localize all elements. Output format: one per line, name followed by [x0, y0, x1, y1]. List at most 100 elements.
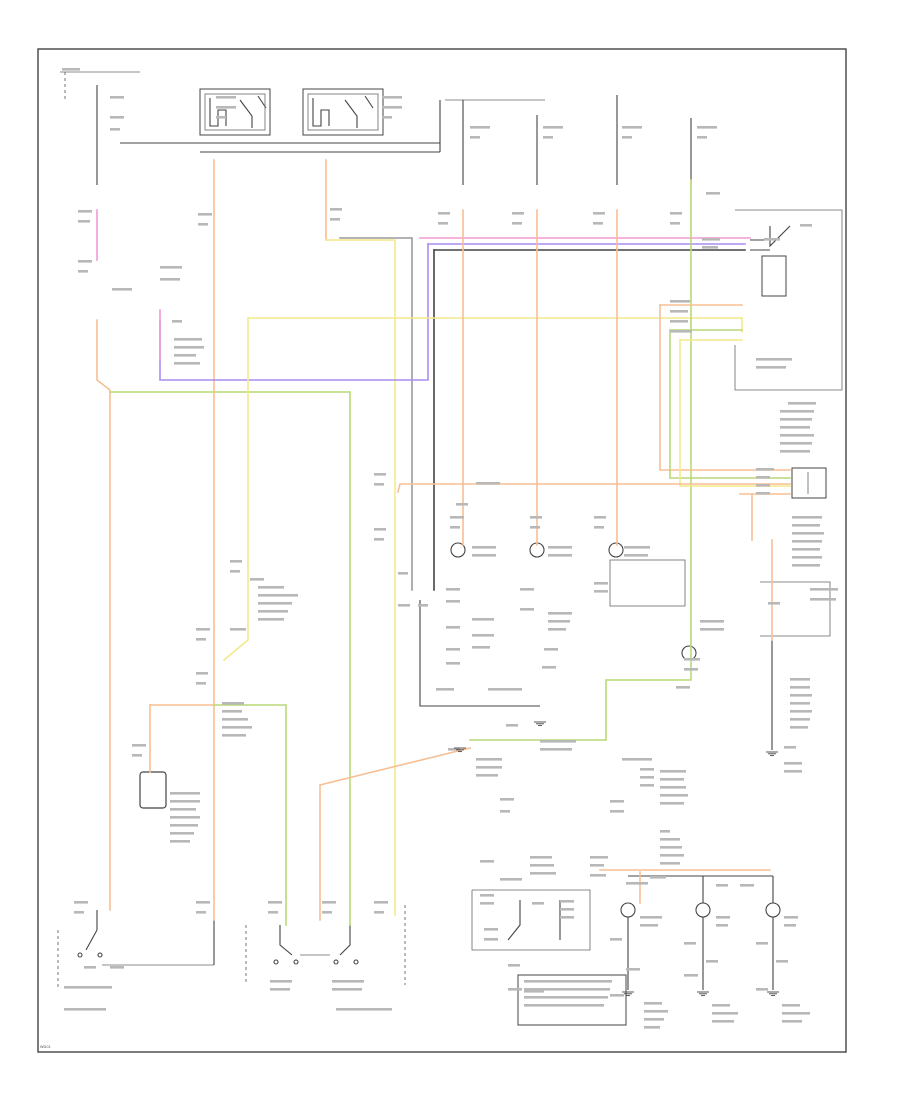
fine-print-label	[480, 902, 494, 905]
fine-print-label	[610, 994, 624, 997]
wire-labels	[62, 68, 838, 1029]
fine-print-label	[782, 1020, 802, 1023]
fine-print-label	[456, 503, 468, 506]
hazard-flasher-module	[139, 771, 167, 809]
fine-print-label	[712, 1004, 730, 1007]
fine-print-label	[222, 702, 244, 705]
fine-print-label	[622, 126, 642, 129]
fine-print-label	[524, 988, 610, 991]
fine-print-label	[756, 468, 774, 471]
ground-symbol	[697, 991, 709, 997]
fine-print-label	[660, 830, 670, 833]
fine-print-label	[756, 988, 768, 991]
fine-print-label	[64, 1008, 106, 1011]
fine-print-label	[644, 1010, 668, 1013]
fine-print-label	[712, 1012, 738, 1015]
wire-left-orange-main	[96, 319, 111, 911]
fine-print-label	[78, 220, 90, 223]
fine-print-label	[784, 770, 802, 773]
fine-print-label	[684, 668, 698, 671]
fine-print-label	[222, 726, 252, 729]
wire-module-orange-2	[659, 304, 791, 471]
fine-print-label	[676, 686, 690, 689]
fine-print-label	[330, 218, 340, 221]
fine-print-label	[706, 960, 718, 963]
fine-print-label	[374, 483, 384, 486]
fine-print-label	[792, 524, 820, 527]
multi-pin-connector	[791, 467, 827, 499]
fine-print-label	[508, 964, 520, 967]
fine-print-label	[780, 418, 812, 421]
fine-print-label	[484, 928, 498, 931]
fine-print-label	[270, 980, 292, 983]
fine-print-label	[322, 911, 332, 914]
fine-print-label	[593, 212, 605, 215]
fine-print-label	[660, 794, 688, 797]
fine-print-label	[560, 908, 574, 911]
fine-print-label	[418, 604, 428, 607]
fine-print-label	[540, 748, 572, 751]
wire-yellow-down	[222, 317, 249, 662]
fine-print-label	[170, 808, 196, 811]
fine-print-label	[450, 516, 464, 519]
fine-print-label	[542, 666, 556, 669]
fine-print-label	[64, 986, 112, 989]
fine-print-label	[740, 884, 754, 887]
fine-print-label	[268, 911, 278, 914]
fine-print-label	[78, 270, 88, 273]
fine-print-label	[593, 222, 603, 225]
wire-harness	[96, 159, 791, 926]
fine-print-label	[790, 694, 812, 697]
fine-print-label	[530, 516, 542, 519]
fine-print-label	[792, 532, 824, 535]
fine-print-label	[640, 916, 662, 919]
fine-print-label	[780, 434, 814, 437]
fine-print-label	[670, 300, 690, 303]
fine-print-label	[590, 864, 604, 867]
fine-print-label	[543, 136, 553, 139]
fine-print-label	[716, 924, 728, 927]
fine-print-label	[524, 996, 608, 999]
fine-print-label	[622, 758, 652, 761]
fine-print-label	[560, 900, 574, 903]
fine-print-label	[472, 634, 494, 637]
fine-print-label	[196, 682, 206, 685]
fine-print-label	[792, 548, 820, 551]
fine-print-label	[398, 572, 408, 575]
wire-mid-orange	[397, 483, 791, 493]
fine-print-label	[476, 766, 502, 769]
fine-print-label	[548, 554, 572, 557]
fine-print-label	[196, 901, 210, 904]
fine-print-label	[332, 988, 362, 991]
fine-print-label	[520, 588, 534, 591]
fine-print-label	[610, 810, 624, 813]
fine-print-label	[222, 710, 242, 713]
fine-print-label	[446, 662, 460, 665]
fine-print-label	[476, 758, 502, 761]
fine-print-label	[170, 792, 200, 795]
fine-print-label	[450, 526, 460, 529]
ground-symbol	[767, 991, 779, 997]
fine-print-label	[792, 516, 822, 519]
fine-print-label	[160, 278, 180, 281]
fine-print-label	[174, 354, 196, 357]
fine-print-label	[470, 126, 490, 129]
fine-print-label	[810, 588, 838, 591]
fine-print-label	[480, 860, 494, 863]
fine-print-label	[160, 266, 182, 269]
fine-print-label	[476, 482, 500, 485]
fine-print-label	[382, 96, 402, 99]
fine-print-label	[784, 916, 798, 919]
fine-print-label	[706, 192, 720, 195]
fine-print-label	[446, 626, 460, 629]
fine-print-label	[650, 876, 666, 879]
fine-print-label	[756, 476, 770, 479]
fine-print-label	[788, 402, 816, 405]
fine-print-label	[756, 492, 770, 495]
fine-print-label	[172, 320, 182, 323]
fine-print-label	[784, 762, 802, 765]
fine-print-label	[332, 980, 364, 983]
fine-print-label	[716, 884, 728, 887]
fine-print-label	[530, 526, 540, 529]
fine-print-label	[196, 911, 206, 914]
